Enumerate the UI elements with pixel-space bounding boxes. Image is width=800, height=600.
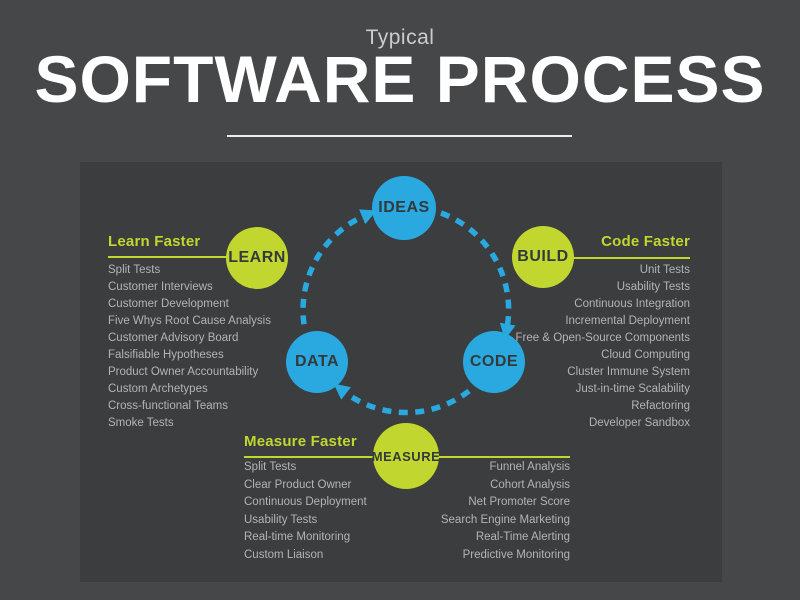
list-item: Cohort Analysis (490, 478, 570, 491)
list-item: Usability Tests (244, 513, 318, 526)
list-item: Net Promoter Score (468, 496, 570, 509)
list-item: Custom Liaison (244, 548, 324, 561)
list-item: Continuous Deployment (244, 496, 367, 509)
list-item: Usability Tests (616, 281, 690, 293)
list-item: Custom Archetypes (108, 383, 208, 395)
eyebrow-title: Typical (365, 26, 435, 49)
list-item: Developer Sandbox (588, 417, 690, 429)
arc-code-to-data-arrow (333, 383, 471, 416)
code-connector-line (543, 257, 690, 259)
node-measure: MEASURE (372, 423, 440, 489)
list-item: Refactoring (631, 400, 690, 412)
node-ideas: IDEAS (372, 176, 436, 240)
list-item: Product Owner Accountability (108, 366, 259, 378)
list-item: Unit Tests (639, 264, 690, 276)
list-item: Five Whys Root Cause Analysis (108, 315, 271, 327)
code-faster-heading: Code Faster (601, 233, 690, 250)
list-item: Real-Time Alerting (475, 531, 570, 544)
list-item: Customer Interviews (108, 281, 213, 293)
arc-data-to-ideas-arrow (300, 209, 377, 325)
list-item: Search Engine Marketing (440, 513, 570, 526)
list-item: Incremental Deployment (565, 315, 690, 327)
list-item: Falsifiable Hypotheses (108, 349, 224, 361)
arc-ideas-to-code-arrow (440, 210, 516, 340)
node-build: BUILD (512, 226, 574, 288)
learn-connector-line (108, 256, 258, 258)
title-underline (227, 135, 572, 137)
learn-faster-heading: Learn Faster (108, 233, 201, 250)
list-item: Cloud Computing (601, 349, 690, 361)
page-title: SOFTWARE PROCESS (34, 42, 766, 116)
list-item: Split Tests (244, 461, 297, 473)
node-code: CODE (463, 331, 525, 393)
list-item: Predictive Monitoring (462, 548, 570, 561)
list-item: Cluster Immune System (567, 366, 690, 378)
node-learn: LEARN (226, 227, 288, 289)
list-item: Customer Advisory Board (108, 332, 239, 344)
diagram-panel: Learn Faster Code Faster Measure Faster … (80, 162, 722, 582)
list-item: Real-time Monitoring (244, 531, 351, 544)
node-data: DATA (286, 331, 348, 393)
list-item: Free & Open-Source Components (515, 332, 690, 344)
cycle-arrows (300, 209, 516, 416)
list-item: Customer Development (108, 298, 229, 310)
list-item: Split Tests (108, 264, 161, 276)
list-item: Cross-functional Teams (108, 400, 228, 412)
list-item: Clear Product Owner (244, 478, 352, 491)
measure-faster-heading: Measure Faster (244, 433, 357, 450)
list-item: Just-in-time Scalability (575, 383, 690, 395)
list-item: Funnel Analysis (489, 461, 570, 473)
list-item: Continuous Integration (574, 298, 690, 310)
list-item: Smoke Tests (108, 417, 174, 429)
